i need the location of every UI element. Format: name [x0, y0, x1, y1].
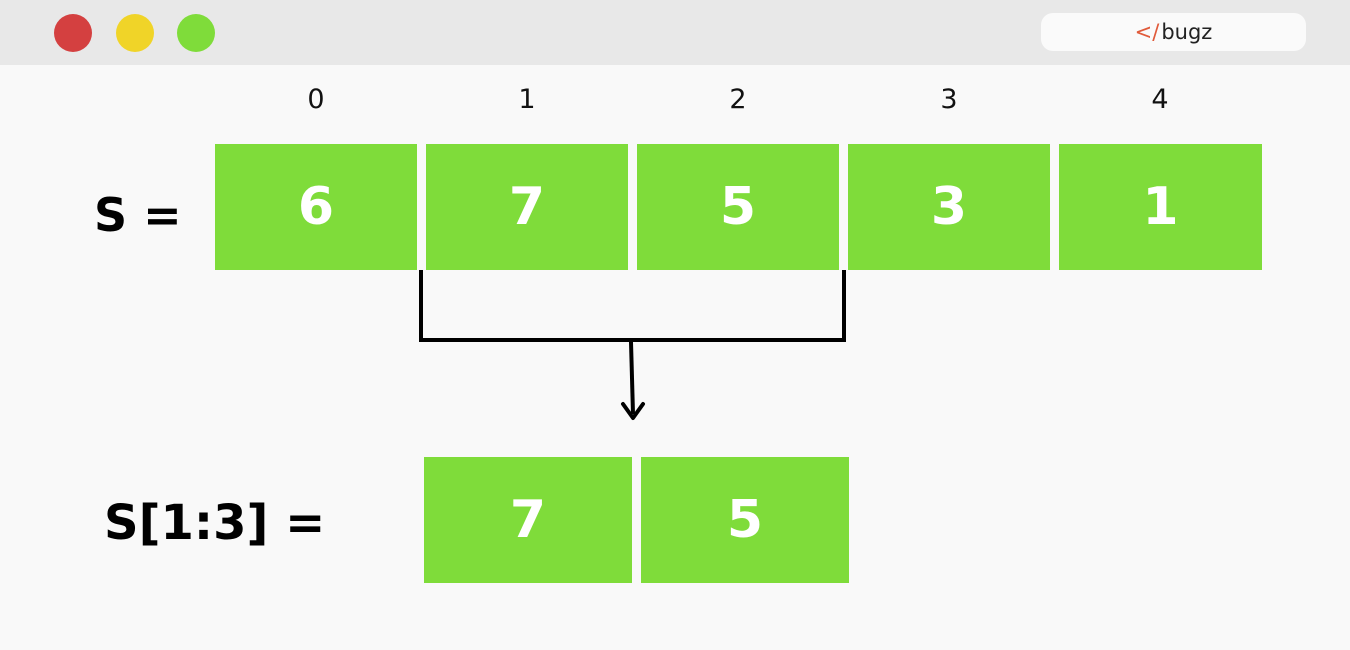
array-cell: 5: [637, 144, 839, 270]
minimize-button[interactable]: [116, 14, 154, 52]
array-cell: 3: [848, 144, 1050, 270]
slice-cell: 7: [424, 457, 632, 583]
address-text: bugz: [1161, 20, 1213, 44]
slice-cell: 5: [641, 457, 849, 583]
down-arrow-icon: [621, 402, 645, 420]
maximize-button[interactable]: [177, 14, 215, 52]
address-bar[interactable]: </ bugz: [1041, 13, 1306, 51]
array-cell: 7: [426, 144, 628, 270]
array-cell: 1: [1059, 144, 1262, 270]
array-cell: 6: [215, 144, 417, 270]
index-label: 0: [307, 84, 325, 115]
index-label: 2: [729, 84, 747, 115]
index-label: 3: [940, 84, 958, 115]
index-label: 4: [1151, 84, 1169, 115]
code-tag-icon: </: [1134, 20, 1160, 44]
array-label: S =: [94, 188, 182, 242]
down-arrow-shaft: [629, 341, 635, 415]
index-label: 1: [518, 84, 536, 115]
window-titlebar: </ bugz: [0, 0, 1350, 65]
slice-label: S[1:3] =: [104, 495, 326, 551]
close-button[interactable]: [54, 14, 92, 52]
slice-bracket: [419, 270, 846, 342]
